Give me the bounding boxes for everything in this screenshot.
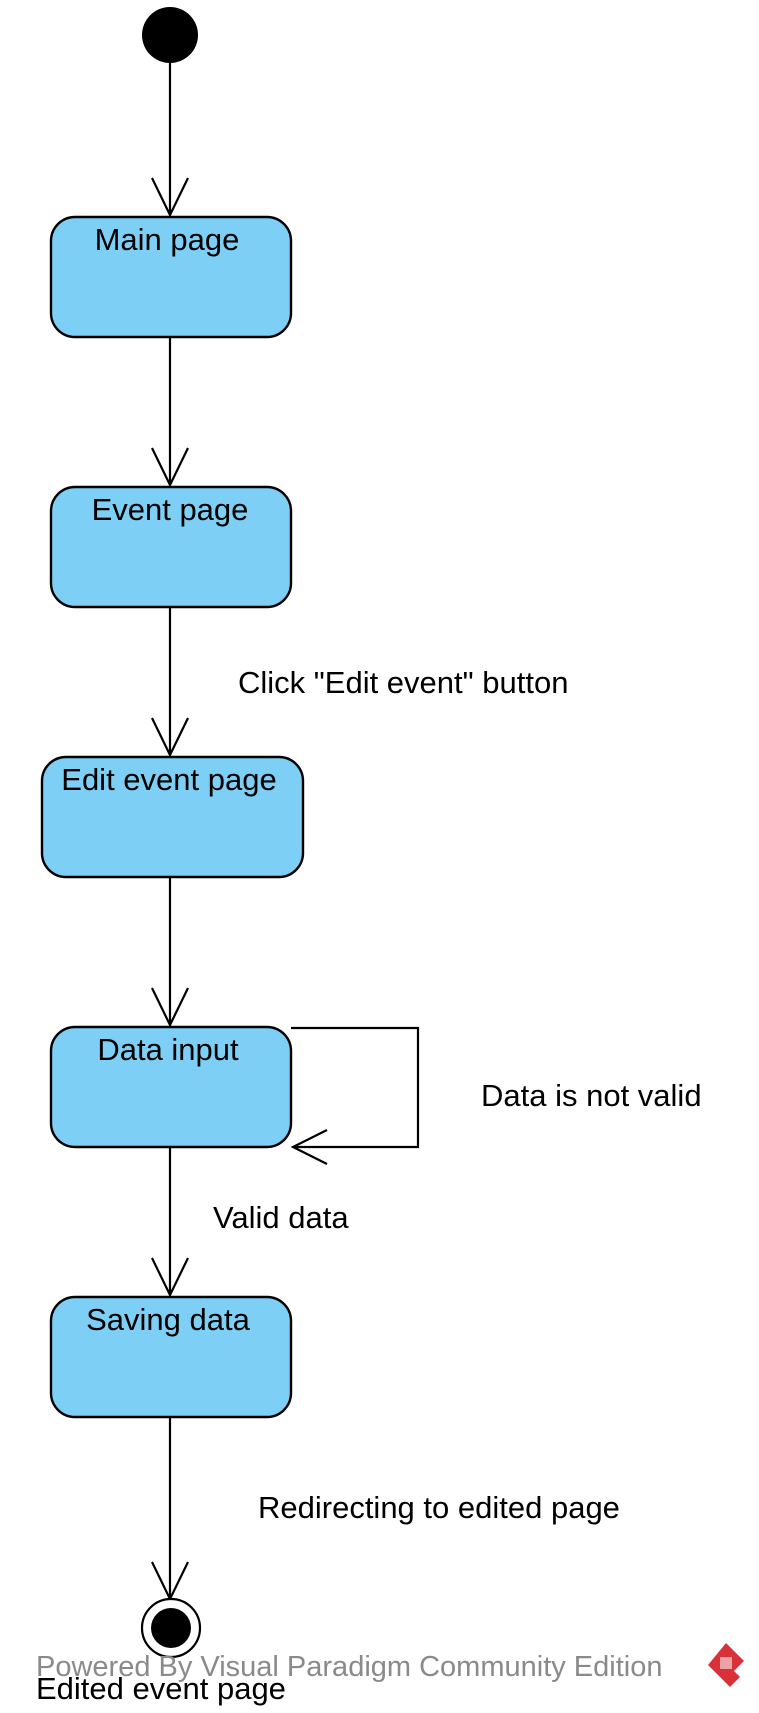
transition-label-data-not-valid: Data is not valid [481,1078,702,1113]
state-event-page-label: Event page [92,492,249,527]
state-main-page: Main page [49,215,293,339]
visual-paradigm-logo-icon [708,1643,744,1687]
transition-input-self-loop [290,1026,420,1165]
transition-label-click-edit: Click "Edit event" button [238,665,568,700]
initial-state [142,7,198,63]
state-edit-event-page-label: Edit event page [61,762,276,797]
transition-main-to-event [151,337,189,488]
transition-initial-to-main [151,63,189,218]
transition-label-valid-data: Valid data [213,1200,349,1235]
final-state-label: Edited event page [36,1671,286,1706]
transition-event-to-edit [151,607,189,758]
transition-label-redirecting: Redirecting to edited page [258,1490,620,1525]
state-main-page-label: Main page [95,222,240,257]
state-data-input: Data input [49,1025,293,1149]
transition-saving-to-final [151,1417,189,1602]
state-edit-event-page: Edit event page [40,755,305,879]
state-saving-data-label: Saving data [86,1302,250,1337]
state-event-page: Event page [49,485,293,609]
watermark-text: Powered By Visual Paradigm Community Edi… [36,1651,662,1683]
final-state [140,1597,202,1659]
state-saving-data: Saving data [49,1295,293,1419]
state-data-input-label: Data input [97,1032,239,1067]
transition-input-to-saving [151,1147,189,1298]
transition-edit-to-input [151,877,189,1028]
